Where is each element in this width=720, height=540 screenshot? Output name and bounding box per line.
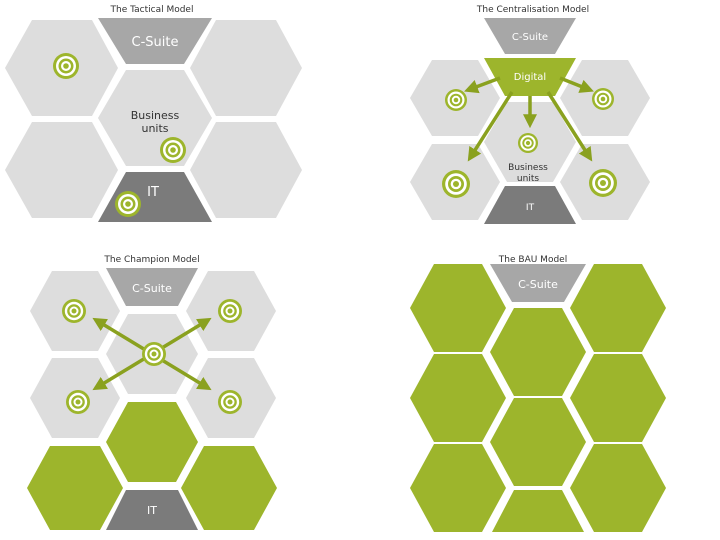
green-hexagon: [410, 264, 506, 352]
hexagon: [5, 122, 118, 218]
green-hexagon: [570, 264, 666, 352]
c-suite-segment: [106, 268, 198, 306]
it-segment: [484, 186, 576, 224]
it-label: IT: [526, 203, 535, 213]
target-icon: [53, 53, 79, 79]
hexagon: [190, 122, 302, 218]
centralisation-model-title: The Centralisation Model: [476, 5, 589, 15]
digital-label: Digital: [514, 72, 546, 83]
c-suite-label: C-Suite: [132, 282, 172, 295]
green-hexagon: [106, 402, 198, 482]
business-units-hexagon: [98, 70, 212, 166]
green-segment: [492, 490, 584, 532]
c-suite-label: C-Suite: [132, 35, 179, 50]
target-icon: [445, 89, 467, 111]
green-hexagon: [410, 444, 506, 532]
it-segment: [106, 490, 198, 530]
target-icon: [592, 88, 614, 110]
champion-model-panel: The Champion Model C-Suite IT: [27, 255, 277, 530]
bau-model-panel: The BAU Model C-Suite: [410, 255, 666, 532]
green-hexagon: [181, 446, 277, 530]
it-label: IT: [147, 504, 157, 517]
hexagon: [190, 20, 302, 116]
green-hexagon: [570, 354, 666, 442]
green-hexagon: [410, 354, 506, 442]
target-icon: [589, 169, 617, 197]
target-icon: [218, 299, 242, 323]
c-suite-segment: [484, 18, 576, 54]
centralisation-model-panel: The Centralisation Model C-Suite Digital…: [410, 5, 650, 224]
business-units-label: Business: [131, 109, 180, 122]
target-icon: [218, 390, 242, 414]
tactical-model-title: The Tactical Model: [110, 5, 194, 15]
green-hexagon: [490, 398, 586, 486]
target-icon: [142, 342, 166, 366]
target-icon: [62, 299, 86, 323]
target-icon: [66, 390, 90, 414]
arrow-icon: [464, 76, 594, 162]
target-icon: [518, 133, 538, 153]
bau-model-title: The BAU Model: [498, 255, 567, 265]
target-icon: [115, 191, 141, 217]
business-units-label: units: [517, 174, 539, 184]
digital-segment: [484, 58, 576, 96]
champion-model-title: The Champion Model: [103, 255, 199, 265]
target-icon: [442, 170, 470, 198]
c-suite-label: C-Suite: [512, 32, 548, 43]
green-hexagon: [27, 446, 123, 530]
business-units-label: Business: [508, 163, 548, 173]
green-hexagon: [490, 308, 586, 396]
tactical-model-panel: The Tactical Model C-Suite Business unit…: [5, 5, 302, 222]
business-units-label: units: [141, 122, 168, 135]
c-suite-label: C-Suite: [518, 278, 558, 291]
target-icon: [160, 137, 186, 163]
c-suite-segment: [490, 264, 586, 302]
it-label: IT: [147, 185, 159, 200]
c-suite-segment: [98, 18, 212, 64]
green-hexagon: [570, 444, 666, 532]
